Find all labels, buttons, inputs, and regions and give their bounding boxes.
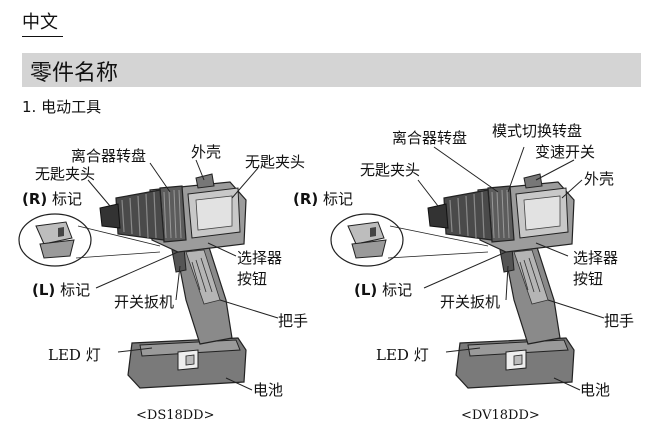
label-handle-left: 把手 (278, 312, 309, 330)
label-r-mark-right: (R) 标记 (293, 190, 353, 208)
label-housing-left: 外壳 (191, 143, 222, 161)
label-led-right: LED 灯 (376, 346, 429, 364)
label-gear-dial-left: 离合器转盘 (71, 147, 147, 165)
drill-illustration-right (427, 173, 575, 389)
label-handle-right: 把手 (604, 312, 635, 330)
language-underline (22, 36, 63, 37)
model-label-right: <DV18DD> (461, 408, 540, 423)
l-mark-text: 标记 (60, 281, 91, 299)
label-keyless-chuck-left-b: 无匙夹头 (245, 153, 306, 171)
r-mark-text: 标记 (323, 190, 354, 208)
label-selector-right-2: 按钮 (573, 270, 604, 288)
l-mark-symbol: (L) (32, 281, 56, 299)
label-led-left: LED 灯 (48, 346, 101, 364)
l-mark-symbol: (L) (354, 281, 378, 299)
label-trigger-right: 开关扳机 (440, 293, 501, 311)
label-speed-switch-right: 变速开关 (535, 143, 596, 161)
label-housing-right: 外壳 (584, 170, 615, 188)
r-mark-symbol: (R) (22, 190, 48, 208)
label-selector-left-2: 按钮 (237, 270, 268, 288)
rotation-mark-callout-left (18, 213, 92, 267)
label-r-mark-left: (R) 标记 (22, 190, 82, 208)
label-selector-right-1: 选择器 (573, 249, 619, 267)
label-keyless-chuck-left-a: 无匙夹头 (35, 165, 96, 183)
label-selector-left-1: 选择器 (237, 249, 283, 267)
r-mark-text: 标记 (52, 190, 83, 208)
label-battery-left: 电池 (253, 381, 284, 399)
subsection-title: 1. 电动工具 (22, 98, 102, 116)
model-label-left: <DS18DD> (136, 408, 215, 423)
r-mark-symbol: (R) (293, 190, 319, 208)
section-banner: 零件名称 (22, 53, 641, 87)
l-mark-text: 标记 (382, 281, 413, 299)
label-battery-right: 电池 (580, 381, 611, 399)
section-title: 零件名称 (30, 61, 119, 86)
label-trigger-left: 开关扳机 (114, 293, 175, 311)
label-mode-dial-right: 模式切换转盘 (492, 122, 583, 140)
language-heading: 中文 (22, 12, 58, 33)
drill-illustration-left (99, 173, 247, 389)
leader-lines-left (87, 159, 279, 391)
label-gear-dial-right: 离合器转盘 (392, 129, 468, 147)
rotation-mark-callout-right (330, 213, 404, 267)
leader-lines-right (417, 146, 605, 391)
label-keyless-chuck-right: 无匙夹头 (360, 161, 421, 179)
label-l-mark-left: (L) 标记 (32, 281, 90, 299)
label-l-mark-right: (L) 标记 (354, 281, 412, 299)
